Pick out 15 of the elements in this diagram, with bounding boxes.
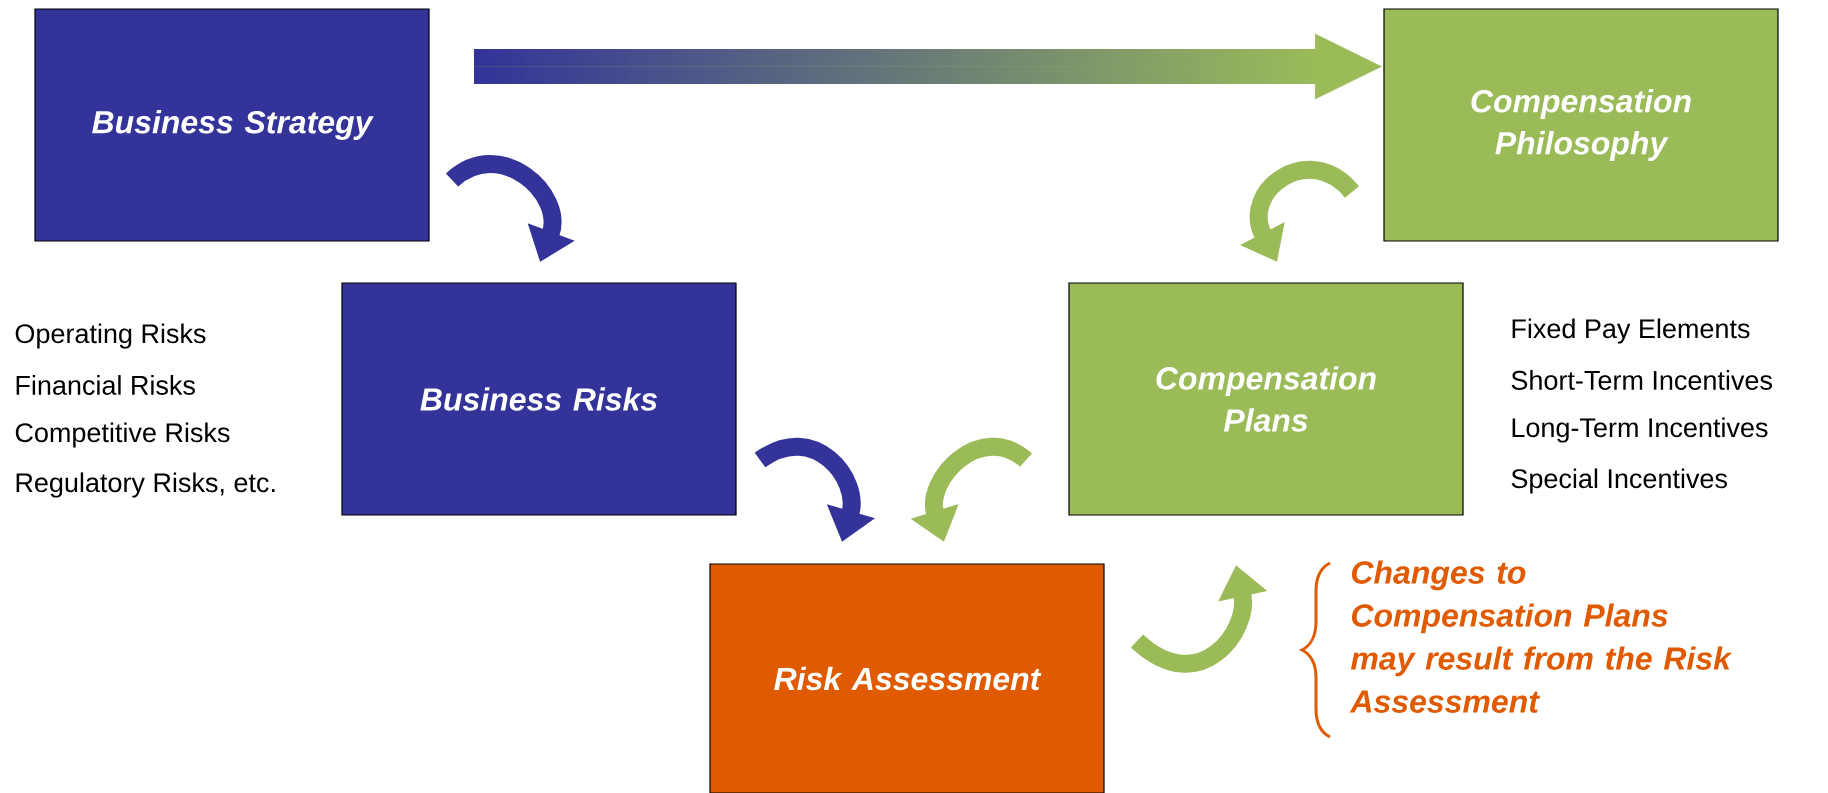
list-item: Competitive Risks	[15, 422, 230, 448]
note-text: Changes to Compensation Plans may result from the Risk Assessment	[1349, 560, 1733, 713]
list-item: Financial Risks	[16, 375, 195, 395]
process-box: Business Risks	[341, 282, 737, 516]
list-item: Long-Term Incentives	[1512, 417, 1768, 443]
process-box: Risk Assessment	[709, 563, 1105, 793]
list-item: Regulatory Risks, etc.	[16, 472, 275, 498]
process-box: Compensation Plans	[1068, 282, 1464, 516]
list-item: Operating Risks	[15, 323, 206, 349]
list-item: Short-Term Incentives	[1511, 370, 1772, 390]
process-box: Compensation Philosophy	[1383, 8, 1779, 242]
list-item: Special Incentives	[1511, 468, 1727, 494]
list-item: Fixed Pay Elements	[1512, 318, 1750, 344]
process-box: Business Strategy	[34, 8, 430, 242]
arrow	[473, 33, 1382, 100]
